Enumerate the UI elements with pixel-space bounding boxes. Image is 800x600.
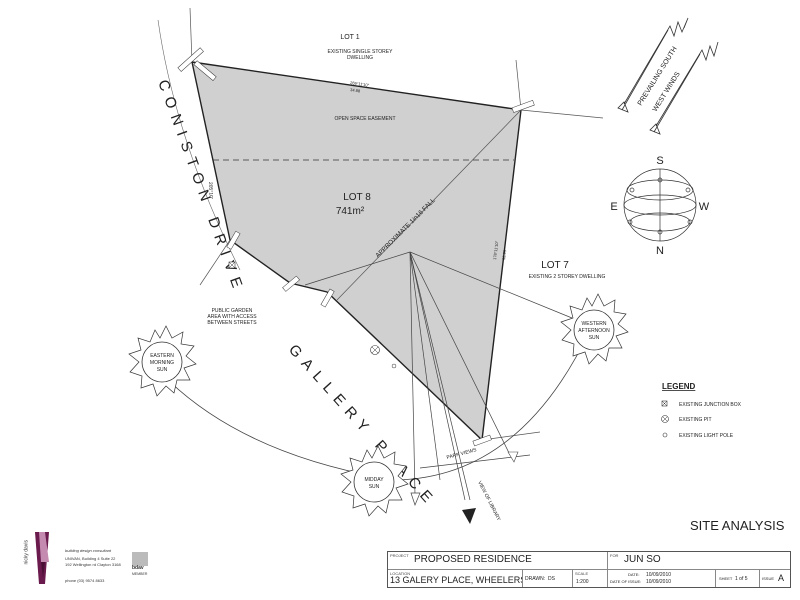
library-arrow-head [462,508,476,524]
top-bearing: 269°11'10" [350,80,370,88]
boundary-line [520,109,604,119]
garden-label-3: BETWEEN STREETS [207,320,257,326]
location-cell: LOCATION 13 GALERY PLACE, WHEELERS HILL [388,570,523,587]
wind-arrows-icon [617,17,719,135]
sun-icon [128,325,197,397]
lot-1-desc-2: DWELLING [347,55,373,61]
light-pole-icon [391,363,397,369]
issue-cell: ISSUE A [762,573,785,583]
for-cell: FOR JUN SO [608,552,790,570]
firm-line-1: building design consultant [65,548,112,553]
legend-item-label: EXISTING PIT [679,417,712,423]
issue-date-value: 10/09/2010 [646,579,672,585]
firm-brand: nicky davis [23,540,30,565]
lot-1-desc-1: EXISTING SINGLE STOREY [328,49,394,55]
light-pole-icon [662,432,668,438]
member-badge-icon [132,552,148,566]
date-value: 10/09/2010 [646,572,672,578]
east-sun-label-2: MORNING [150,360,174,366]
boundary-line [481,431,541,441]
legend-item-label: EXISTING JUNCTION BOX [679,402,742,408]
firm-logo-icon [35,532,49,584]
lot-8-area: 741m² [336,206,365,217]
member-badge-sub: MEMBER [132,572,148,576]
west-bearing: 205°10' [207,182,214,199]
lot-7-label: LOT 7 [541,260,569,271]
junction-box-icon [661,400,668,407]
sun-icon [560,293,629,365]
park-views-arrow [507,451,519,463]
firm-line-4: phone (03) 9574 8633 [65,578,105,583]
east-sun-label-1: EASTERN [150,353,174,359]
lot-8-label: LOT 8 [343,192,371,203]
west-sun-label-3: SUN [589,335,600,341]
west-sun-label-2: AFTERNOON [578,328,610,334]
pit-icon [370,345,380,355]
for-value: JUN SO [624,554,661,565]
west-sun-label-1: WESTERN [582,321,607,327]
easement-label: OPEN SPACE EASEMENT [334,116,395,122]
road-edge [157,19,241,271]
compass-icon [623,168,697,242]
legend-item-label: EXISTING LIGHT POLE [679,433,734,439]
lot-1-label: LOT 1 [340,34,359,41]
midday-sun-label-1: MIDDAY [364,477,384,483]
location-value: 13 GALERY PLACE, WHEELERS HILL [390,575,523,585]
drawn-value: DS [548,576,555,582]
pit-icon [661,415,669,423]
scale-cell: SCALE 1:200 [573,570,608,587]
site-plan: LOT 1 EXISTING SINGLE STOREY DWELLING OP… [128,7,742,524]
view-lines [304,251,573,501]
library-view-label: VIEW OF LIBRARY [476,480,502,522]
compass-e: E [610,201,617,213]
right-bearing: 178°11'10" [492,240,499,260]
boundary-line [189,7,193,63]
firm-line-3: 192 Wellington rd Clayton 3168 [65,562,121,567]
fall-line [336,109,522,301]
junction-box-icon [228,261,236,269]
firm-logo-block: nicky davis building design consultant U… [15,528,165,588]
project-value: PROPOSED RESIDENCE [414,554,532,565]
garden-label-2: AREA WITH ACCESS [207,314,257,320]
survey-pegs [177,47,535,447]
compass-s: S [656,155,663,167]
compass-n: N [656,245,664,257]
top-length: 34.88 [350,87,361,93]
park-views-label: PARK VIEWS [446,447,478,461]
lot-7-desc: EXISTING 2 STOREY DWELLING [529,274,606,280]
drawn-cell: DRAWN: DS [523,570,573,587]
midday-sun-label-2: SUN [369,484,380,490]
sheet-title: SITE ANALYSIS [690,518,785,533]
compass-w: W [699,201,710,213]
sun-path-arc [394,329,591,481]
east-sun-label-3: SUN [157,367,168,373]
sun-icon [340,445,409,517]
legend-title: LEGEND [662,382,696,391]
date-cell: DATE: 10/09/2010 DATE OF ISSUE: 10/09/20… [608,570,716,587]
firm-line-2: UNIVAN, Building 4 Suite 22 [65,556,116,561]
view-arrow-head [410,492,421,506]
boundary-line [515,59,522,111]
right-length: 32.95 [501,249,507,260]
project-cell: PROJECT PROPOSED RESIDENCE [388,552,608,570]
garden-label-1: PUBLIC GARDEN [212,308,253,314]
member-badge: bdav [132,565,144,571]
boundary-line [199,239,231,286]
scale-value: 1:200 [576,579,589,585]
issue-value: A [778,573,785,583]
sheet-value: 1 of 5 [735,576,748,582]
sheet-cell: SHEET 1 of 5 [716,570,760,587]
title-block: PROJECT PROPOSED RESIDENCE FOR JUN SO LO… [387,551,791,588]
